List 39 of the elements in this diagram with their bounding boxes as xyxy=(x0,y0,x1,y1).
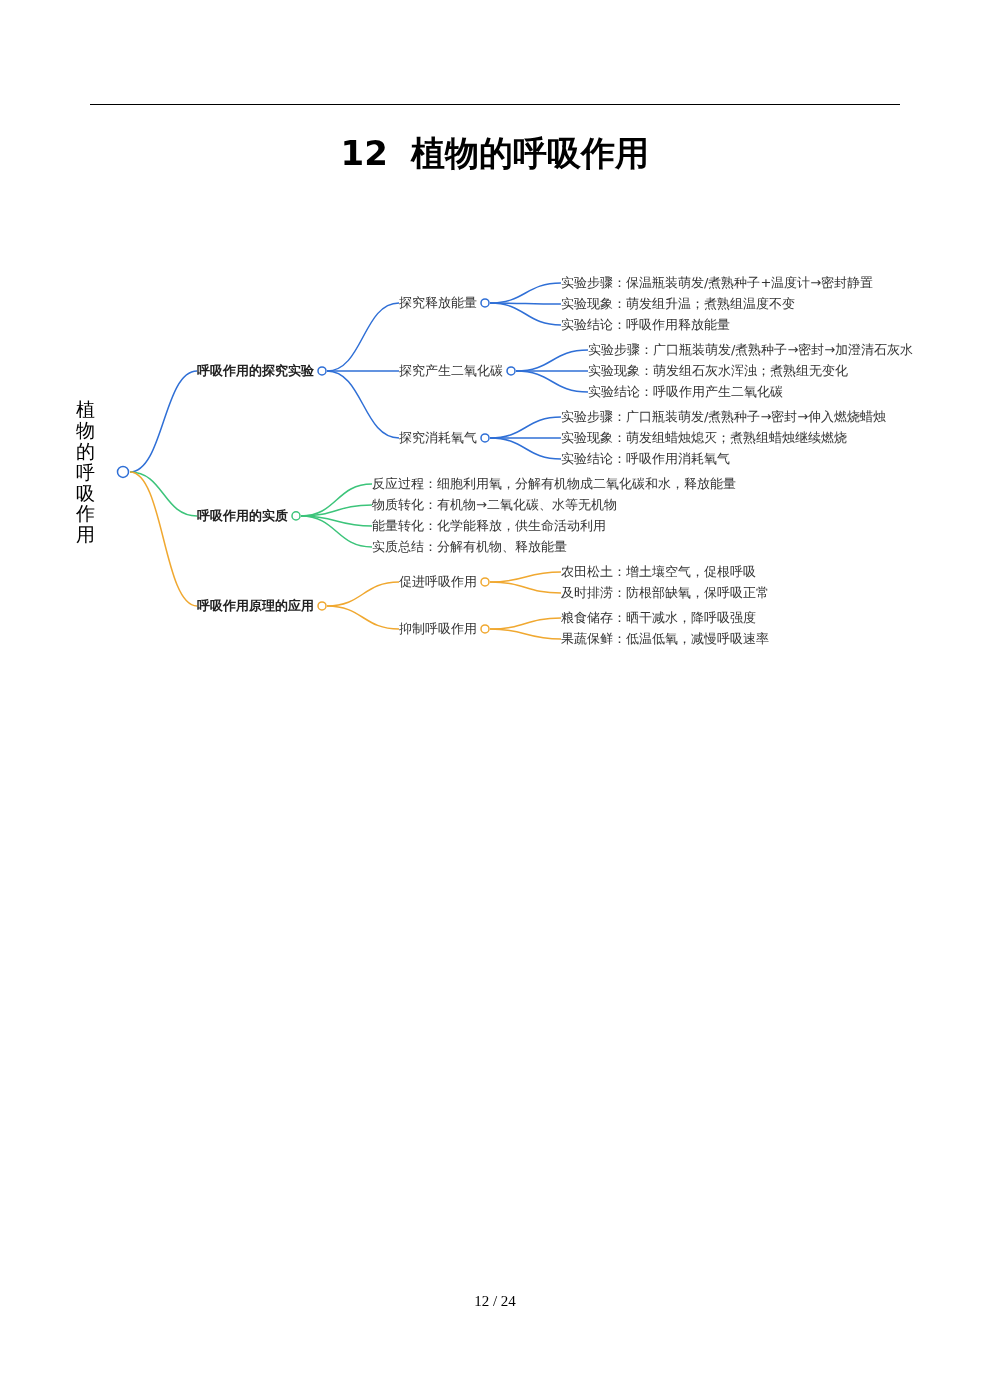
leaf-topic: 实验结论：呼吸作用消耗氧气 xyxy=(561,450,730,468)
branch-topic: 抑制呼吸作用 xyxy=(399,620,477,638)
branch-line xyxy=(489,302,562,326)
branch-line xyxy=(300,515,373,548)
branch-line xyxy=(129,471,198,517)
root-topic: 植物的呼吸作用 xyxy=(76,398,95,546)
branch-topic: 促进呼吸作用 xyxy=(399,573,477,591)
branch-topic: 探究消耗氧气 xyxy=(399,429,477,447)
branch-line xyxy=(515,370,589,393)
leaf-topic: 实验结论：呼吸作用释放能量 xyxy=(561,316,730,334)
leaf-topic: 实验步骤：广口瓶装萌发/煮熟种子→密封→加澄清石灰水 xyxy=(588,341,914,359)
leaf-topic: 实验现象：萌发组石灰水浑浊；煮熟组无变化 xyxy=(588,362,848,380)
leaf-topic: 物质转化：有机物→二氧化碳、水等无机物 xyxy=(372,496,617,514)
branch-topic: 呼吸作用的探究实验 xyxy=(197,362,314,380)
branch-line xyxy=(489,581,562,594)
leaf-topic: 实验现象：萌发组升温；煮熟组温度不变 xyxy=(561,295,795,313)
leaf-topic: 果蔬保鲜：低温低氧，减慢呼吸速率 xyxy=(561,630,769,648)
leaf-topic: 农田松土：增土壤空气，促根呼吸 xyxy=(561,563,756,581)
branch-line xyxy=(129,471,198,607)
branch-line xyxy=(326,370,400,372)
leaf-topic: 及时排涝：防根部缺氧，保呼吸正常 xyxy=(561,584,769,602)
branch-topic: 呼吸作用原理的应用 xyxy=(197,597,314,615)
leaf-topic: 实验结论：呼吸作用产生二氧化碳 xyxy=(588,383,783,401)
leaf-topic: 实验现象：萌发组蜡烛熄灭；煮熟组蜡烛继续燃烧 xyxy=(561,429,847,447)
title: 12 植物的呼吸作用 xyxy=(339,132,651,175)
branch-line xyxy=(489,628,562,640)
branch-line xyxy=(326,605,400,630)
branch-topic: 探究产生二氧化碳 xyxy=(399,362,503,380)
branch-topic: 探究释放能量 xyxy=(399,294,477,312)
leaf-topic: 实质总结：分解有机物、释放能量 xyxy=(372,538,567,556)
leaf-topic: 能量转化：化学能释放，供生命活动利用 xyxy=(372,517,606,535)
leaf-topic: 粮食储存：晒干减水，降呼吸强度 xyxy=(561,609,756,627)
branch-line xyxy=(326,370,400,439)
page-number: 12 / 24 xyxy=(473,1292,517,1311)
leaf-topic: 反应过程：细胞利用氧，分解有机物成二氧化碳和水，释放能量 xyxy=(372,475,736,493)
branch-line xyxy=(489,437,562,460)
leaf-topic: 实验步骤：广口瓶装萌发/煮熟种子→密封→伸入燃烧蜡烛 xyxy=(561,408,887,426)
leaf-topic: 实验步骤：保温瓶装萌发/煮熟种子+温度计→密封静置 xyxy=(561,274,874,292)
branch-topic: 呼吸作用的实质 xyxy=(197,507,288,525)
